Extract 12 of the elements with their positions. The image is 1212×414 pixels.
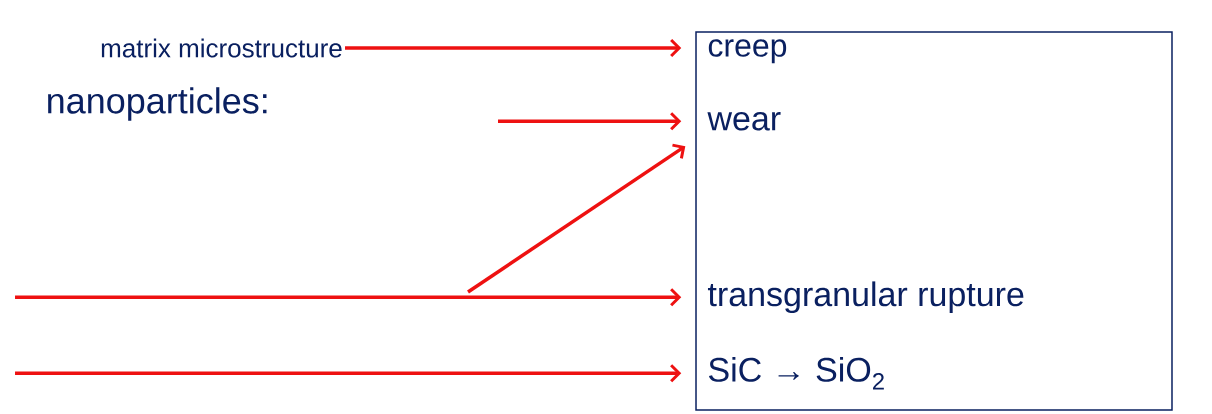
heading-text: nanoparticles:: [48, 87, 267, 121]
arrow: [345, 38, 682, 58]
item-text: creep: [708, 39, 787, 64]
frame-box: [695, 31, 1173, 411]
arrow: [498, 112, 682, 131]
item-text: transgranular rupture: [707, 281, 1024, 314]
arrow: [15, 364, 682, 383]
item-text: wear: [707, 111, 781, 131]
arrow: [15, 288, 682, 307]
arrow: [467, 143, 686, 294]
source-text: matrix microstructure: [101, 38, 342, 58]
item-text: SiC → SiO$_{2}$: [709, 356, 884, 390]
